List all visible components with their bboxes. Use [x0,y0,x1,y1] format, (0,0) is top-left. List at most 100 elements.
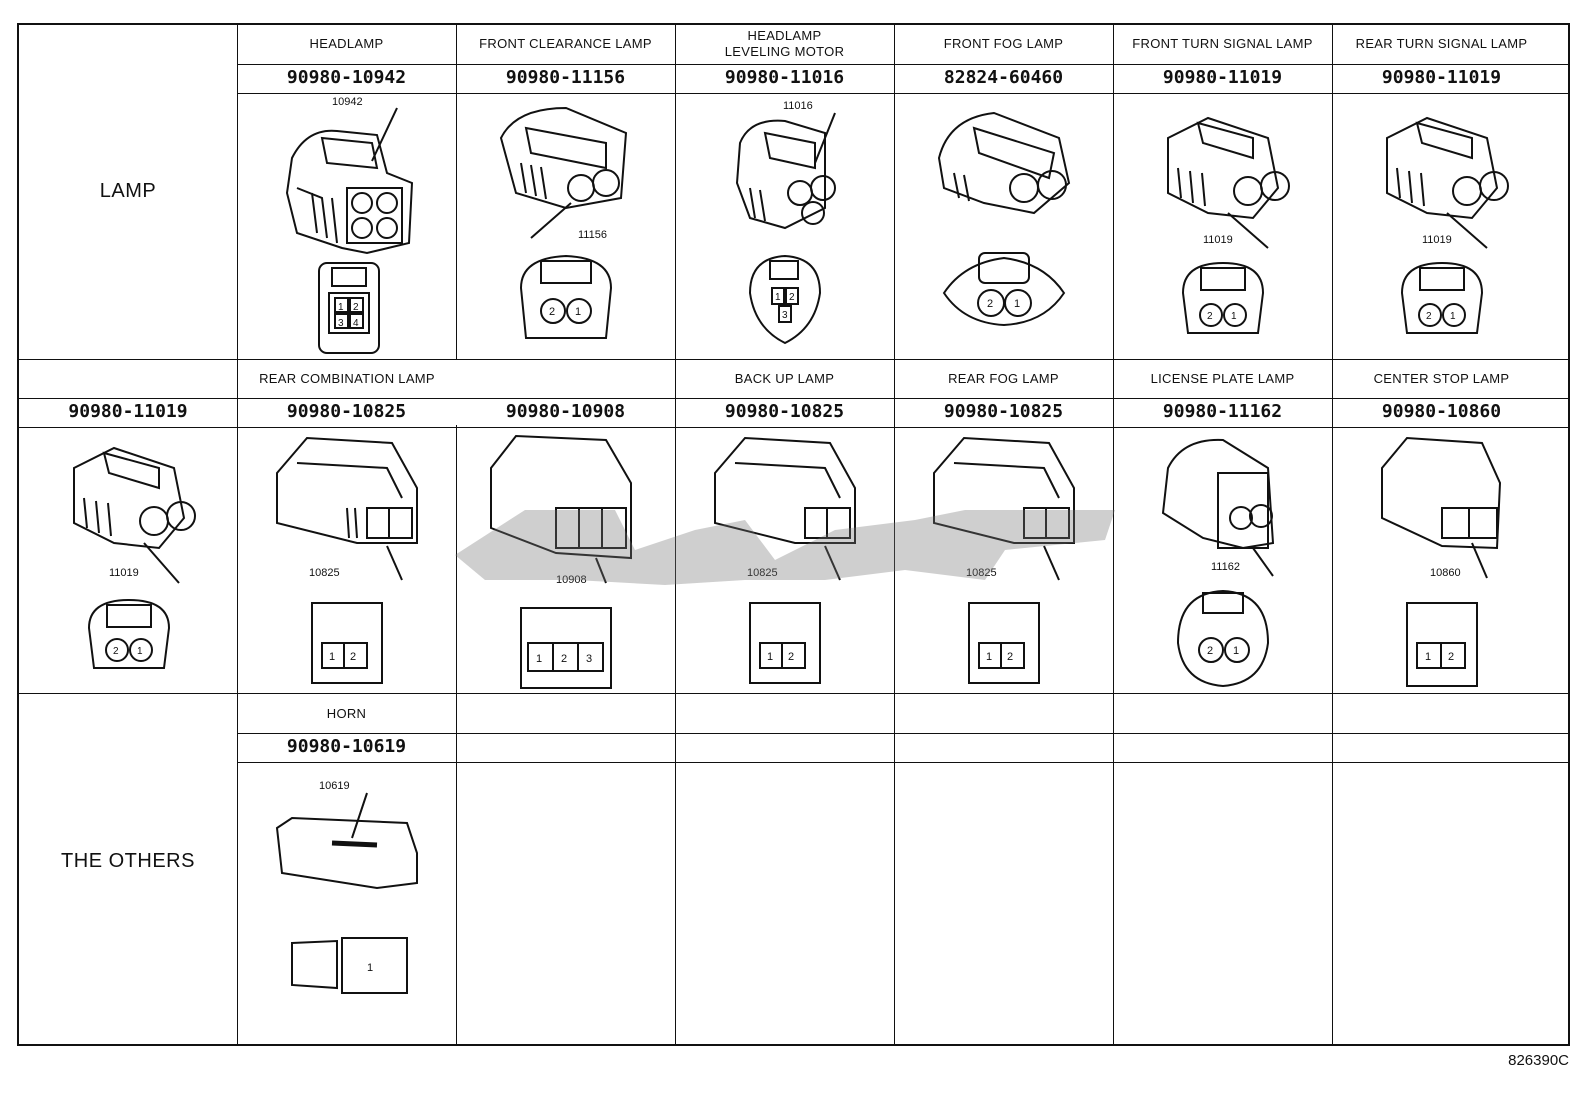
part-number: 90980-10825 [724,401,845,422]
connector-illustration-headlamp: 10942 1 2 3 4 [237,93,456,357]
group-label-lamp: LAMP [99,180,157,202]
part-number: 90980-11162 [1162,401,1283,422]
svg-text:3: 3 [586,653,592,665]
row-divider [237,64,1570,65]
svg-text:3: 3 [338,318,344,329]
code-label: 10908 [556,574,587,586]
svg-text:1: 1 [1233,645,1239,657]
connector-illustration-front-turn-signal-lamp: 11019 2 1 [1113,93,1332,357]
column-divider [1113,25,1114,1044]
svg-text:1: 1 [986,651,992,663]
column-divider [894,25,895,1044]
svg-text:3: 3 [782,310,788,321]
svg-text:2: 2 [549,306,555,318]
part-number: 90980-10825 [943,401,1064,422]
part-number: 90980-11019 [1381,67,1502,88]
code-label: 11019 [109,567,139,579]
header-headlamp: HEADLAMP [309,36,384,51]
column-divider [456,25,457,360]
header-headlamp-leveling-motor: HEADLAMP LEVELING MOTOR [724,28,845,59]
row-divider [237,733,1570,734]
svg-text:1: 1 [536,653,542,665]
row-divider [19,427,1570,428]
part-number: 90980-10619 [286,736,407,757]
connector-table [17,23,1570,1046]
svg-text:1: 1 [775,292,781,303]
part-number: 90980-11019 [68,401,188,422]
connector-illustration-back-up-lamp: 10825 1 2 [675,428,894,692]
row-divider [19,693,1570,694]
header-center-stop-lamp: CENTER STOP LAMP [1373,371,1510,386]
row-divider [19,398,1570,399]
header-horn: HORN [326,706,367,721]
svg-text:1: 1 [767,651,773,663]
column-divider [456,425,457,1044]
svg-text:2: 2 [561,653,567,665]
svg-text:2: 2 [1426,311,1432,322]
header-rear-turn-signal-lamp: REAR TURN SIGNAL LAMP [1355,36,1528,51]
svg-text:1: 1 [137,646,143,657]
svg-text:2: 2 [1007,651,1013,663]
svg-text:1: 1 [367,962,373,974]
connector-illustration-front-clearance-lamp: 11156 2 1 [456,93,675,357]
connector-illustration-headlamp-leveling-motor: 11016 1 2 3 [675,93,894,357]
column-divider [237,25,238,1044]
svg-text:1: 1 [1450,311,1456,322]
header-front-clearance-lamp: FRONT CLEARANCE LAMP [479,36,652,51]
code-label: 10619 [319,780,350,792]
header-rear-fog-lamp: REAR FOG LAMP [948,371,1059,386]
svg-text:2: 2 [987,298,993,310]
code-label: 11016 [783,100,813,112]
svg-text:2: 2 [788,651,794,663]
svg-text:1: 1 [329,651,335,663]
header-license-plate-lamp: LICENSE PLATE LAMP [1150,371,1295,386]
document-code: 826390C [1508,1052,1569,1069]
code-label: 11019 [1203,234,1233,246]
svg-text:1: 1 [338,302,344,313]
part-number: 90980-11019 [1162,67,1283,88]
connector-illustration-rear-combination-10908: 10908 1 2 3 [456,428,675,692]
part-number: 90980-10942 [286,67,407,88]
row-divider [237,93,1570,94]
code-label: 11162 [1211,561,1240,573]
code-label: 10942 [332,96,363,108]
part-number: 90980-10860 [1381,401,1502,422]
part-number: 90980-10908 [505,401,626,422]
header-front-fog-lamp: FRONT FOG LAMP [943,36,1064,51]
connector-illustration-license-plate-lamp: 11162 2 1 [1113,428,1332,692]
part-number: 82824-60460 [943,67,1064,88]
svg-text:1: 1 [1425,651,1431,663]
connector-illustration-center-stop-lamp: 10860 1 2 [1332,428,1551,692]
svg-text:2: 2 [1207,311,1213,322]
svg-text:1: 1 [1014,298,1020,310]
header-rear-combination-lamp: REAR COMBINATION LAMP [259,371,435,386]
connector-illustration-rear-turn-signal-lamp: 11019 2 1 [1332,93,1551,357]
connector-illustration-rear-combination-10825: 10825 1 2 [237,428,456,692]
svg-text:2: 2 [350,651,356,663]
svg-text:2: 2 [1207,645,1213,657]
connector-illustration-horn: 10619 1 [237,763,456,1027]
row-divider [19,359,1570,360]
code-label: 11019 [1422,234,1452,246]
connector-illustration-rear-fog-lamp: 10825 1 2 [894,428,1113,692]
code-label: 10825 [309,567,340,579]
svg-text:2: 2 [789,292,795,303]
part-number: 90980-10825 [286,401,407,422]
connector-illustration-front-fog-lamp: 2 1 [894,93,1113,357]
header-back-up-lamp: BACK UP LAMP [734,371,835,386]
part-number: 90980-11156 [505,67,626,88]
column-divider [675,25,676,1044]
code-label: 10825 [747,567,778,579]
svg-text:2: 2 [353,302,359,313]
svg-text:2: 2 [113,646,119,657]
part-number: 90980-11016 [724,67,845,88]
connector-illustration-rear-combination-11019: 11019 2 1 [19,428,237,692]
svg-text:1: 1 [1231,311,1237,322]
column-divider [1332,25,1333,1044]
svg-text:4: 4 [353,318,359,329]
svg-text:2: 2 [1448,651,1454,663]
row-divider [237,762,1570,763]
svg-text:1: 1 [575,306,581,318]
code-label: 11156 [578,229,607,241]
group-label-others: THE OTHERS [61,850,195,872]
